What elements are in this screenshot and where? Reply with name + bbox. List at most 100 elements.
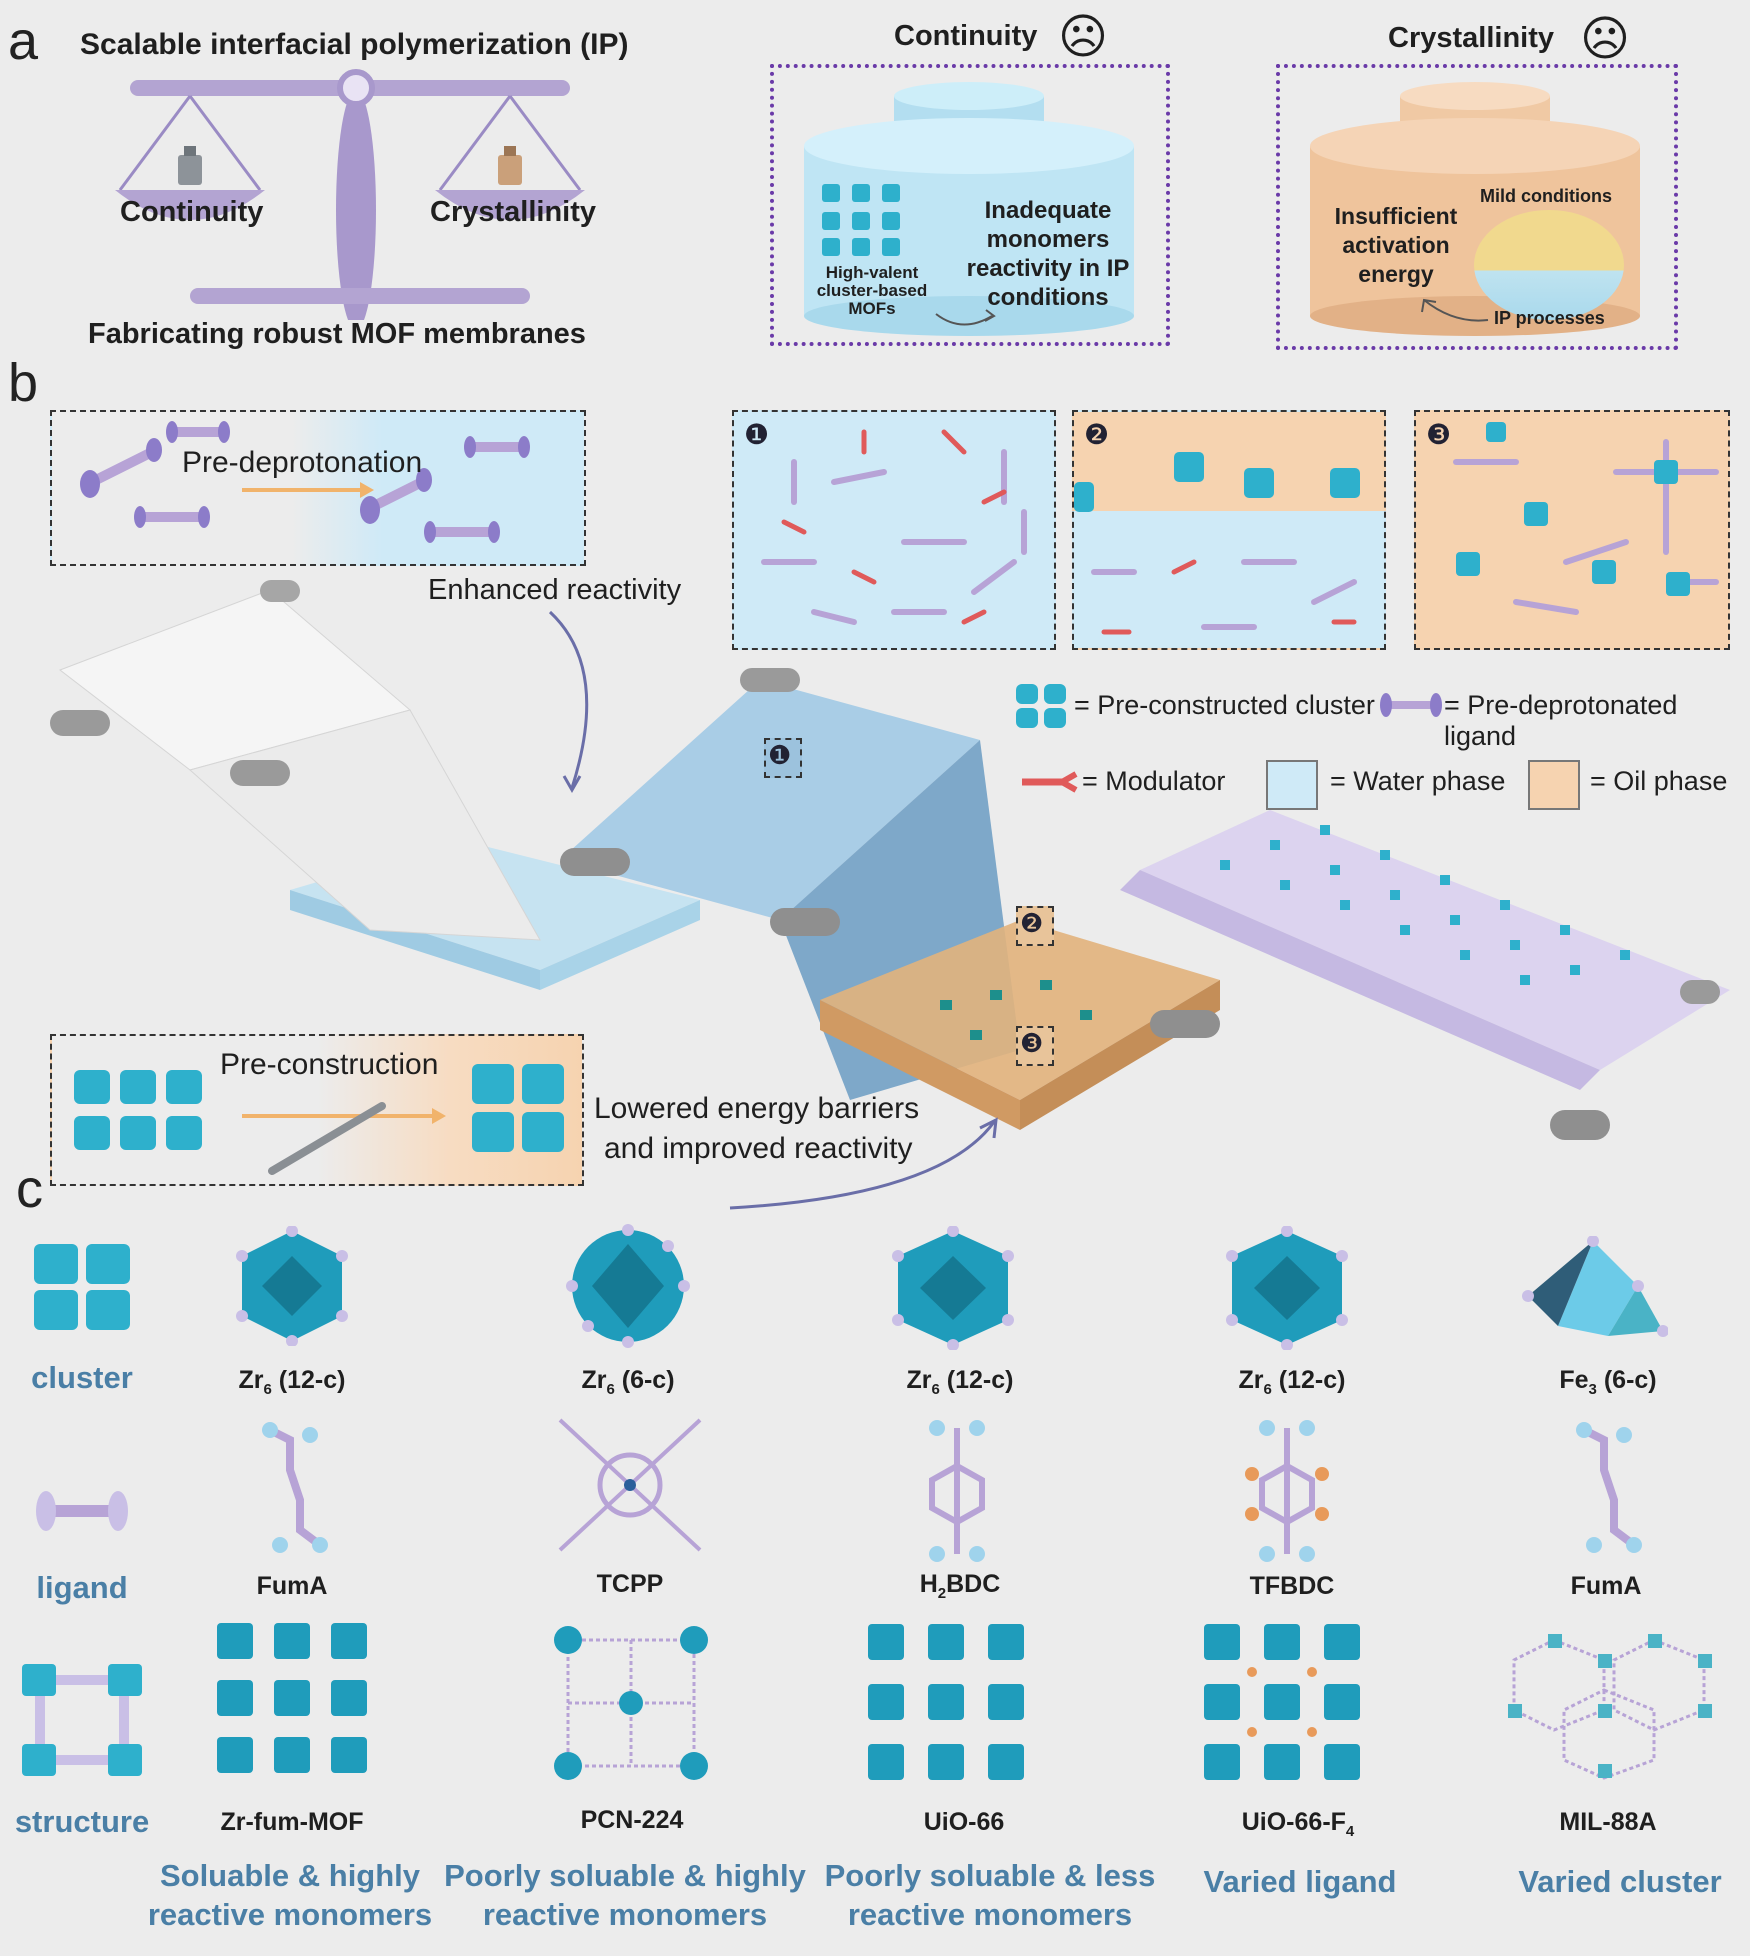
step-3-marker-on-tank — [1016, 1026, 1054, 1066]
continuity-box: High-valent cluster-based MOFs Inadequat… — [770, 64, 1170, 346]
zr6-12c-cluster-icon-3 — [1226, 1226, 1348, 1350]
cluster-row-icon — [34, 1244, 130, 1330]
cluster-label-1: Zr6 (12-c) — [238, 1366, 346, 1398]
structure-label-2: PCN-224 — [580, 1806, 684, 1834]
step-2-tank-label: ❷ — [1020, 908, 1044, 938]
left-pan-label: Continuity — [120, 196, 264, 228]
step-3-box — [1414, 410, 1730, 650]
continuity-text: Inadequate monomers reactivity in IP con… — [966, 197, 1130, 311]
legend-modulator-swatch — [1022, 771, 1078, 793]
panel-label-a: a — [8, 11, 39, 71]
row-label-ligand: ligand — [36, 1570, 128, 1605]
structure-label-4: UiO-66-F4 — [1241, 1808, 1355, 1840]
fuma-ligand-icon — [262, 1422, 328, 1553]
lowered-barriers-label-2: and improved reactivity — [604, 1132, 913, 1165]
mof-label: High-valent cluster-based MOFs — [816, 263, 928, 318]
legend-cluster-swatch — [1016, 684, 1068, 728]
ligand-row-icon — [36, 1491, 128, 1531]
step-3-tank-label: ❸ — [1020, 1028, 1044, 1058]
cluster-label-5: Fe3 (6-c) — [1559, 1366, 1657, 1398]
legend-water-swatch — [1266, 760, 1318, 810]
zr6-12c-cluster-icon-2 — [892, 1226, 1014, 1350]
curved-arrow-icon-2 — [1421, 298, 1489, 322]
roll-to-roll-process — [50, 580, 1730, 1140]
uio-66-f4-structure-icon — [1204, 1624, 1360, 1780]
pre-construction-box: Pre-construction — [50, 1034, 584, 1186]
right-pan-label: Crystallinity — [430, 196, 596, 228]
step-1-marker-on-sheet — [764, 738, 802, 778]
structure-label-1: Zr-fum-MOF — [220, 1808, 364, 1836]
ligand-label-4: TFBDC — [1249, 1572, 1335, 1600]
uio-66-structure-icon — [868, 1624, 1024, 1780]
step-2-box — [1072, 410, 1386, 650]
crystallinity-title: Crystallinity — [1388, 22, 1554, 54]
cluster-label-2: Zr6 (6-c) — [581, 1366, 675, 1398]
panel-label-b: b — [8, 353, 39, 413]
zr6-6c-cluster-icon — [566, 1224, 690, 1348]
pre-construction-label: Pre-construction — [220, 1048, 439, 1081]
mof-crystal-icon — [822, 184, 900, 256]
sad-face-icon: ☹ — [1058, 11, 1109, 64]
cluster-label-3: Zr6 (12-c) — [906, 1366, 1014, 1398]
legend-water-label: = Water phase — [1330, 766, 1506, 796]
tfbdc-ligand-icon — [1245, 1420, 1329, 1562]
legend-ligand-swatch — [1380, 693, 1442, 717]
step-3-marker: ❸ — [1426, 419, 1452, 450]
zr-fum-mof-structure-icon — [217, 1623, 367, 1773]
legend-oil-swatch — [1528, 760, 1580, 810]
cluster-label-4: Zr6 (12-c) — [1238, 1366, 1346, 1398]
row-label-structure: structure — [14, 1804, 150, 1839]
sad-face-icon-2: ☹ — [1580, 13, 1631, 66]
fuma-ligand-icon-2 — [1576, 1422, 1642, 1553]
legend-oil-label: = Oil phase — [1590, 766, 1728, 796]
step-1-sheet-label: ❶ — [768, 740, 792, 770]
legend-ligand-label: = Pre-deprotonated ligand — [1444, 690, 1678, 751]
row-label-cluster: cluster — [31, 1360, 133, 1395]
pre-deprotonation-label: Pre-deprotonation — [182, 446, 423, 479]
ip-processes-label: IP processes — [1494, 308, 1605, 328]
structure-row-icon — [22, 1664, 142, 1776]
ligand-label-3: H2BDC — [919, 1570, 1001, 1602]
balance-caption: Fabricating robust MOF membranes — [88, 318, 586, 350]
caption-5: Varied cluster — [1518, 1864, 1722, 1899]
legend-cluster-label: = Pre-constructed cluster — [1074, 690, 1375, 720]
step-3-scene — [1453, 422, 1719, 615]
interface-photo — [1474, 210, 1624, 320]
weight-cylinder — [804, 82, 1134, 336]
tcpp-ligand-icon — [558, 1418, 702, 1552]
pcn-224-structure-icon — [554, 1626, 708, 1780]
crystallinity-text: Insufficient activation energy — [1334, 203, 1458, 287]
ligand-label-5: FumA — [1570, 1572, 1642, 1600]
curved-arrow-icon — [935, 309, 996, 326]
balance-scale — [115, 69, 585, 320]
crystallinity-box: Mild conditions Insufficient activation … — [1276, 64, 1678, 350]
step-1-box — [732, 410, 1056, 650]
enhanced-arrow-icon — [548, 610, 589, 794]
panel-label-c: c — [16, 1159, 43, 1219]
mil-88a-structure-icon — [1508, 1634, 1712, 1780]
structure-label-3: UiO-66 — [923, 1808, 1005, 1836]
pre-deprotonation-box: Pre-deprotonation — [50, 410, 586, 566]
legend-modulator-label: = Modulator — [1082, 766, 1226, 796]
lowered-arrow-icon — [729, 1117, 998, 1210]
ligand-icons — [80, 421, 530, 543]
lowered-barriers-label-1: Lowered energy barriers — [594, 1092, 920, 1125]
ligand-label-2: TCPP — [596, 1570, 664, 1598]
pre-construction-arrow-icon — [242, 1102, 446, 1175]
step-1-marker: ❶ — [744, 419, 770, 450]
h2bdc-ligand-icon — [929, 1420, 985, 1562]
ligand-label-1: FumA — [256, 1572, 328, 1600]
enhanced-reactivity-label: Enhanced reactivity — [428, 574, 682, 606]
fe3-6c-cluster-icon — [1522, 1236, 1668, 1337]
caption-4: Varied ligand — [1203, 1864, 1397, 1899]
step-2-marker-on-tank — [1016, 906, 1054, 946]
zr6-12c-cluster-icon — [236, 1226, 348, 1346]
step-2-scene — [1074, 452, 1360, 635]
step-2-marker: ❷ — [1084, 419, 1110, 450]
mild-conditions-label: Mild conditions — [1480, 186, 1612, 206]
step-1-scene — [761, 429, 1027, 625]
continuity-title: Continuity — [894, 20, 1038, 52]
